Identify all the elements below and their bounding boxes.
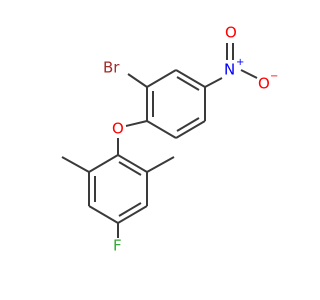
bond-methyl-left [61,156,90,173]
bond-c-o-ether-upper [125,120,148,127]
nitro-oxygen-top-label: O [225,24,237,42]
bond-ring2-a [117,154,148,173]
nitrogen-charge-label: + [236,57,244,68]
fluorodimethylphenyl-ring [88,154,148,224]
ether-oxygen-label: O [112,120,124,138]
nitro-oxygen-right-label: O [258,75,270,93]
bond-ring2-double-1 [118,161,142,176]
fluorine-atom-label: F [113,237,122,255]
bond-n-o-right [240,69,258,79]
bromine-atom-label: Br [103,59,120,77]
bond-ring1-double-2 [176,117,200,132]
bond-ring2-double-2 [118,202,142,217]
oxygen-charge-label: − [270,71,278,82]
bond-ring2-c [117,205,148,224]
bond-ring1-b [146,120,177,139]
nitrogen-atom-label: N [224,61,235,79]
bond-ring1-double-3 [176,76,200,91]
bond-ring1-e [175,69,206,88]
chemical-structure: Br O N + O O − F [61,24,278,255]
bond-ring2-d [88,205,119,224]
bond-c-br [127,73,148,88]
bond-methyl-right [146,156,175,173]
bond-ring1-c [175,120,206,139]
bond-ring2-f [88,154,119,173]
bromonitrophenyl-ring [146,69,206,139]
bond-ring1-f [146,69,177,88]
bond-c-n [204,77,223,88]
